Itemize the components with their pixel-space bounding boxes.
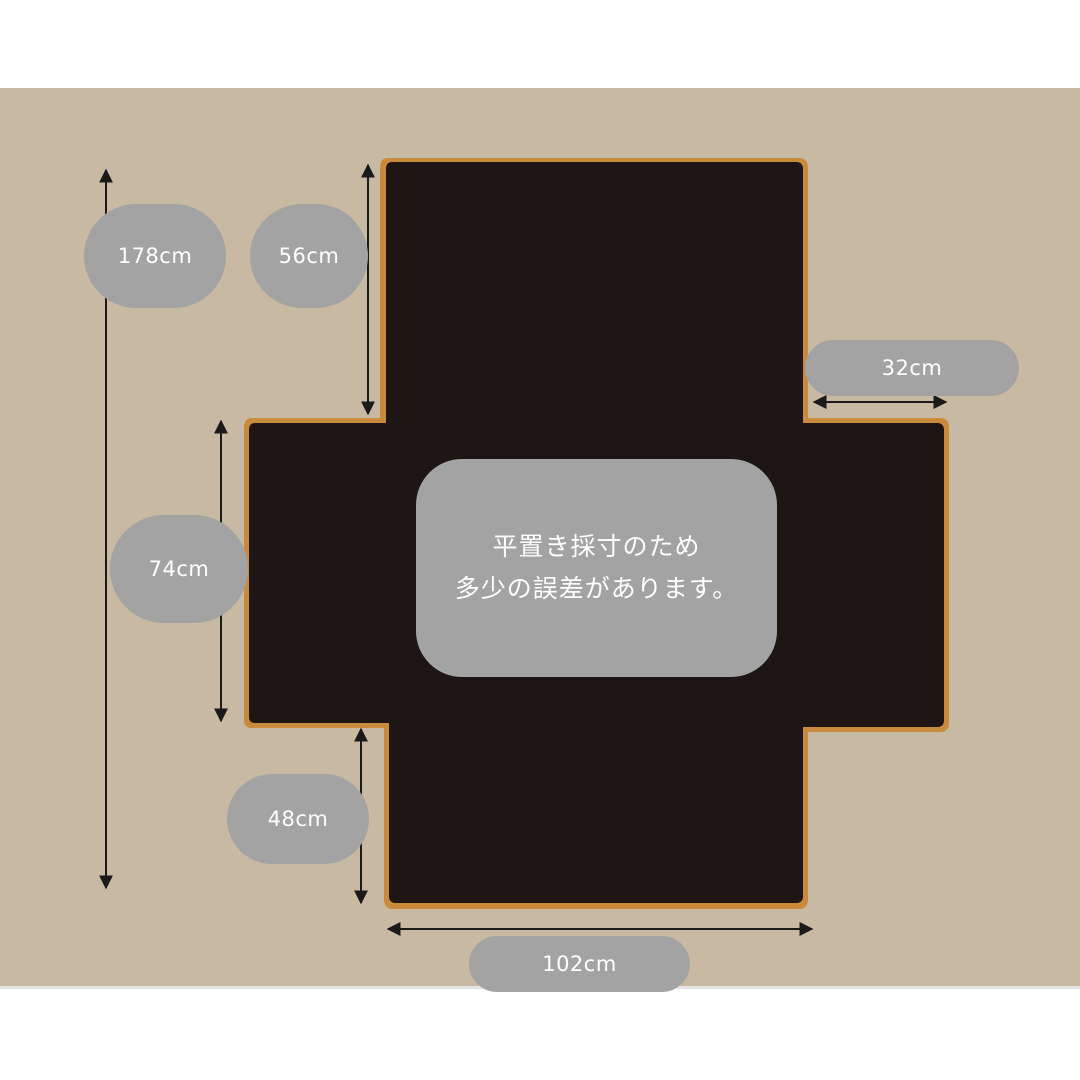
note-line-1: 平置き採寸のため	[492, 532, 701, 561]
label-total-length: 178cm	[84, 204, 226, 308]
label-side-flap: 32cm	[805, 340, 1019, 396]
measurement-note: 平置き採寸のため 多少の誤差があります。	[416, 459, 777, 677]
note-line-2: 多少の誤差があります。	[454, 574, 739, 603]
label-top-section: 56cm	[250, 204, 368, 308]
label-middle-section: 74cm	[110, 515, 248, 623]
label-bottom-section: 48cm	[227, 774, 369, 864]
label-width: 102cm	[469, 936, 690, 992]
